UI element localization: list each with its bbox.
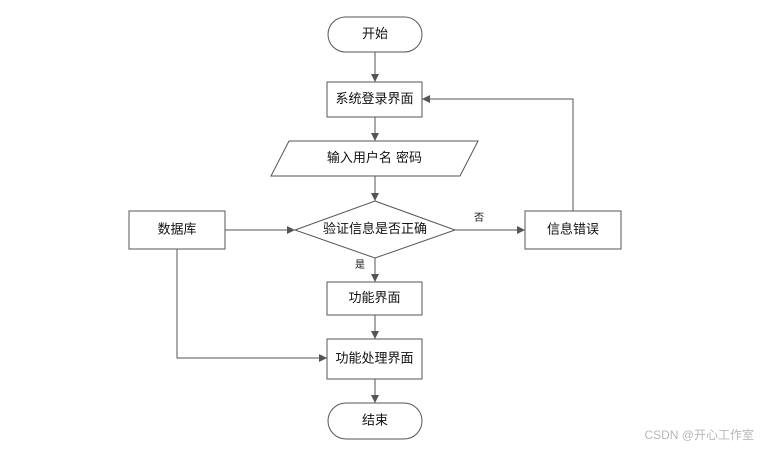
node-database: 数据库 (128, 210, 226, 250)
watermark: CSDN @开心工作室 (644, 428, 754, 442)
node-database-shape (128, 210, 226, 250)
node-function: 功能界面 (326, 281, 423, 316)
node-verify-label: 验证信息是否正确 (323, 221, 427, 237)
node-function-shape (326, 281, 423, 316)
node-start-shape (327, 16, 423, 53)
node-end: 结束 (327, 402, 423, 440)
node-input-label: 输入用户名 密码 (327, 150, 422, 166)
node-process: 功能处理界面 (326, 338, 423, 380)
node-start: 开始 (327, 16, 423, 53)
edge-label-no: 否 (474, 212, 484, 224)
edges (176, 52, 574, 403)
node-process-shape (326, 338, 423, 380)
node-error: 信息错误 (524, 210, 622, 250)
node-error-shape (524, 210, 622, 250)
edge-error-to-login (422, 95, 574, 211)
node-function-label: 功能界面 (348, 291, 400, 306)
edge-database-to-process (176, 249, 327, 362)
node-end-label: 结束 (362, 414, 388, 429)
node-input: 输入用户名 密码 (270, 140, 479, 177)
edge-label-yes: 是 (355, 259, 365, 271)
node-error-label: 信息错误 (547, 222, 599, 238)
node-login: 系统登录界面 (326, 81, 423, 118)
node-verify: 验证信息是否正确 (293, 200, 457, 259)
node-process-label: 功能处理界面 (335, 352, 413, 367)
node-login-shape (326, 81, 423, 118)
node-verify-shape (293, 200, 457, 259)
node-start-label: 开始 (362, 27, 388, 42)
node-database-label: 数据库 (157, 222, 196, 238)
node-input-shape (270, 140, 479, 177)
node-end-shape (327, 402, 423, 440)
node-login-label: 系统登录界面 (335, 92, 413, 107)
